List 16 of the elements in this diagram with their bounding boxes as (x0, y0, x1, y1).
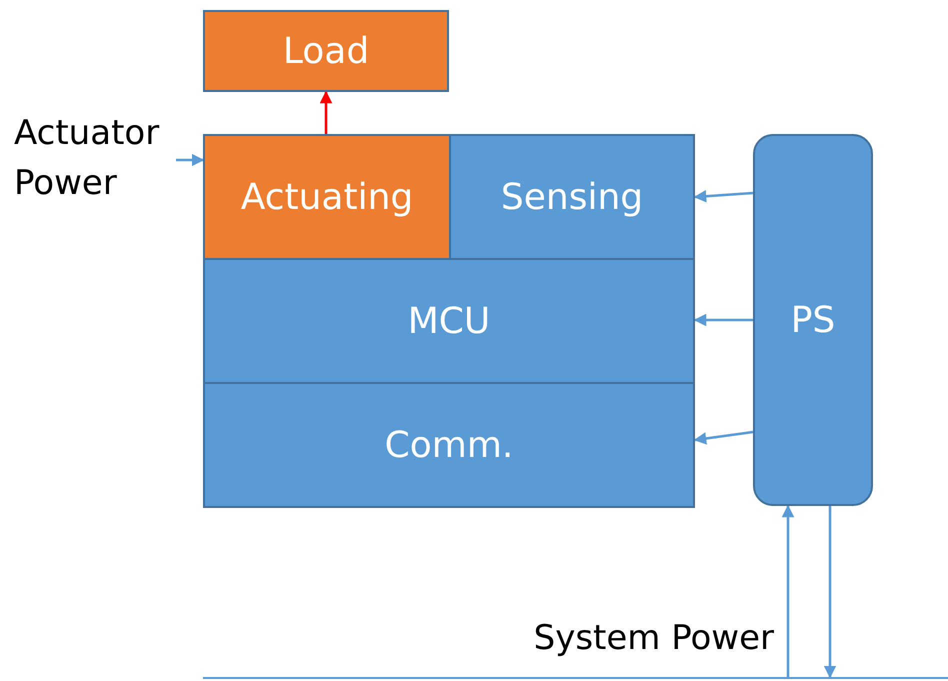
arrow (782, 504, 794, 677)
load-box: Load (203, 10, 449, 92)
bus-label: System Power (534, 618, 774, 658)
arrow (824, 506, 836, 678)
arrow (320, 90, 332, 134)
sensing-box: Sensing (449, 134, 695, 260)
power-bus-line (203, 677, 948, 679)
mcu-box: MCU (203, 258, 695, 384)
comm-box: Comm. (203, 382, 695, 508)
power-supply-box: PS (753, 134, 873, 506)
arrow (176, 154, 204, 166)
arrow (694, 430, 754, 445)
actuating-box: Actuating (203, 134, 451, 260)
arrow (694, 190, 754, 202)
arrow (694, 314, 753, 326)
actuator-power-text: Actuator Power (14, 108, 176, 212)
